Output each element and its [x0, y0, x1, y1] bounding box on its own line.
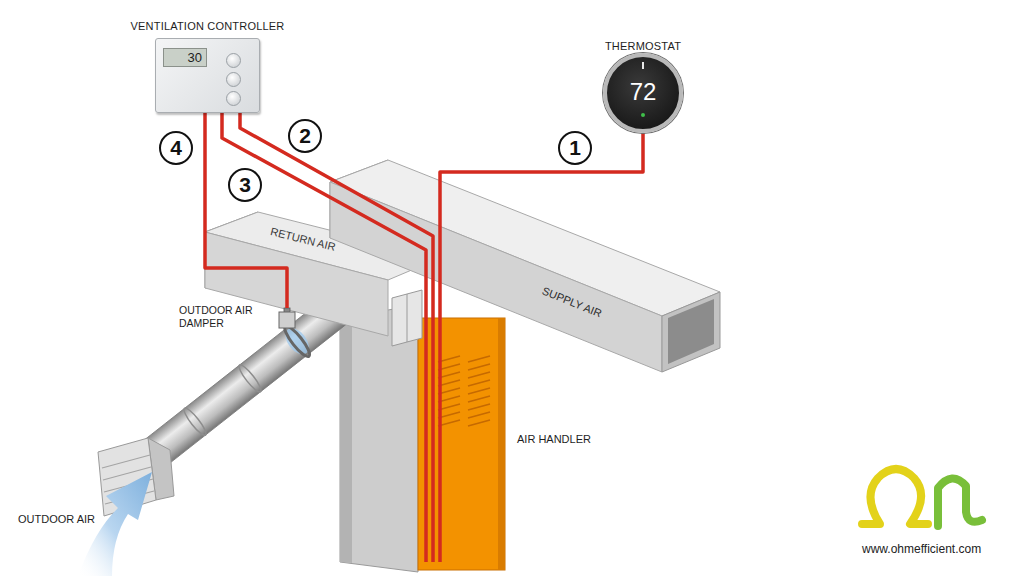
control-wire	[440, 133, 643, 562]
plenum-shade	[340, 316, 352, 563]
return-plenum	[340, 305, 418, 572]
air-handler-shade	[498, 318, 505, 570]
airflow-label: OUTDOOR AIR	[18, 513, 95, 525]
damper-actuator	[279, 312, 295, 328]
status-dot	[641, 113, 645, 117]
control-wire	[222, 113, 426, 562]
outdoor-air-damper: OUTDOOR AIR DAMPER	[279, 308, 295, 328]
control-wire	[240, 113, 433, 562]
control-wire	[205, 113, 287, 308]
vent-slot	[468, 372, 490, 378]
callout-number: 2	[288, 119, 322, 153]
filter-line	[407, 294, 408, 342]
air-handler-body	[418, 318, 505, 570]
vent-slot	[468, 404, 490, 410]
lcd-reading: 30	[163, 48, 207, 67]
callout-number: 1	[558, 131, 592, 165]
website-watermark: www.ohmefficient.com	[862, 542, 981, 556]
controller-button	[226, 53, 241, 68]
ventilation-controller: VENTILATION CONTROLLER30	[155, 38, 260, 113]
logo-omega	[862, 469, 928, 524]
vent-slot	[468, 380, 490, 386]
part-label: AIR HANDLER	[517, 433, 591, 445]
vent-slot	[468, 356, 490, 362]
device-label: THERMOSTAT	[605, 40, 681, 52]
callout-number: 3	[228, 168, 262, 202]
vent-slot	[468, 420, 490, 426]
dial-tick	[642, 62, 644, 69]
air-handler-vents	[438, 356, 490, 426]
controller-button	[226, 72, 241, 87]
vent-slot	[468, 364, 490, 370]
vent-slot	[468, 388, 490, 394]
part-label: OUTDOOR AIR DAMPER	[179, 304, 261, 330]
damper-blade	[281, 324, 314, 359]
controller-button	[226, 91, 241, 106]
supply-duct-end	[662, 292, 720, 372]
supply-duct-opening	[668, 299, 714, 364]
air-handler: AIR HANDLER	[418, 325, 505, 562]
temperature-reading: 72	[630, 78, 657, 106]
callout-number: 4	[159, 131, 193, 165]
thermostat: THERMOSTAT72	[603, 53, 683, 133]
filter-slot	[392, 290, 422, 346]
vent-slot	[468, 396, 490, 402]
device-label: VENTILATION CONTROLLER	[131, 20, 285, 32]
duct-label: SUPPLY AIR	[540, 285, 603, 320]
damper-ring	[281, 323, 312, 359]
logo-letter	[938, 478, 982, 526]
supply-duct-side	[330, 182, 662, 372]
vent-slot	[468, 412, 490, 418]
duct-label: RETURN AIR	[269, 225, 337, 253]
